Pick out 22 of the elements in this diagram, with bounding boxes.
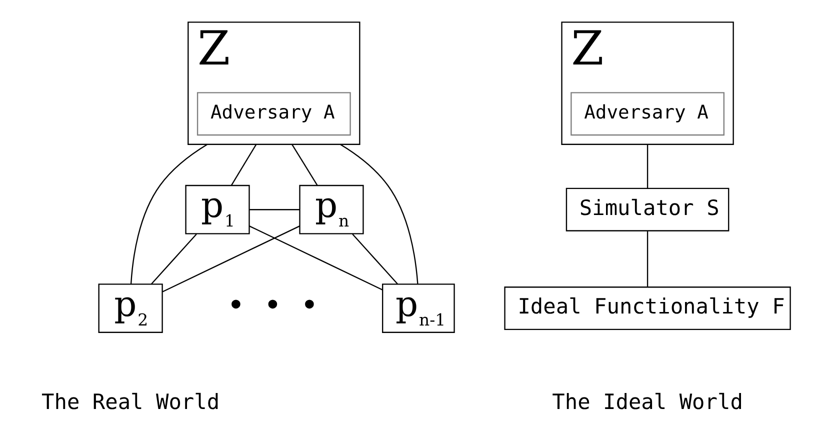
label: The Ideal World — [552, 389, 742, 414]
node-box: Ideal Functionality F — [504, 286, 790, 330]
connector — [162, 226, 300, 292]
connector — [248, 226, 382, 290]
connector — [130, 144, 208, 284]
node-box: p$_{n-1}$ — [382, 284, 454, 333]
label: The Real World — [41, 389, 220, 414]
node-box: p$_{n}$ — [298, 184, 364, 234]
node-box: p$_{1}$ — [184, 184, 250, 234]
connector — [291, 144, 318, 186]
node-box: Adversary A — [196, 92, 350, 136]
node-box: Simulator S — [565, 188, 729, 232]
connector — [339, 144, 418, 284]
node-box: Adversary A — [570, 92, 724, 136]
connector — [352, 234, 398, 284]
connector — [230, 144, 256, 186]
node-box: p$_{2}$ — [98, 284, 162, 333]
connector — [150, 234, 196, 284]
label: • • • — [226, 288, 318, 324]
connector — [646, 231, 648, 288]
connector — [249, 209, 299, 210]
connector — [646, 144, 648, 188]
